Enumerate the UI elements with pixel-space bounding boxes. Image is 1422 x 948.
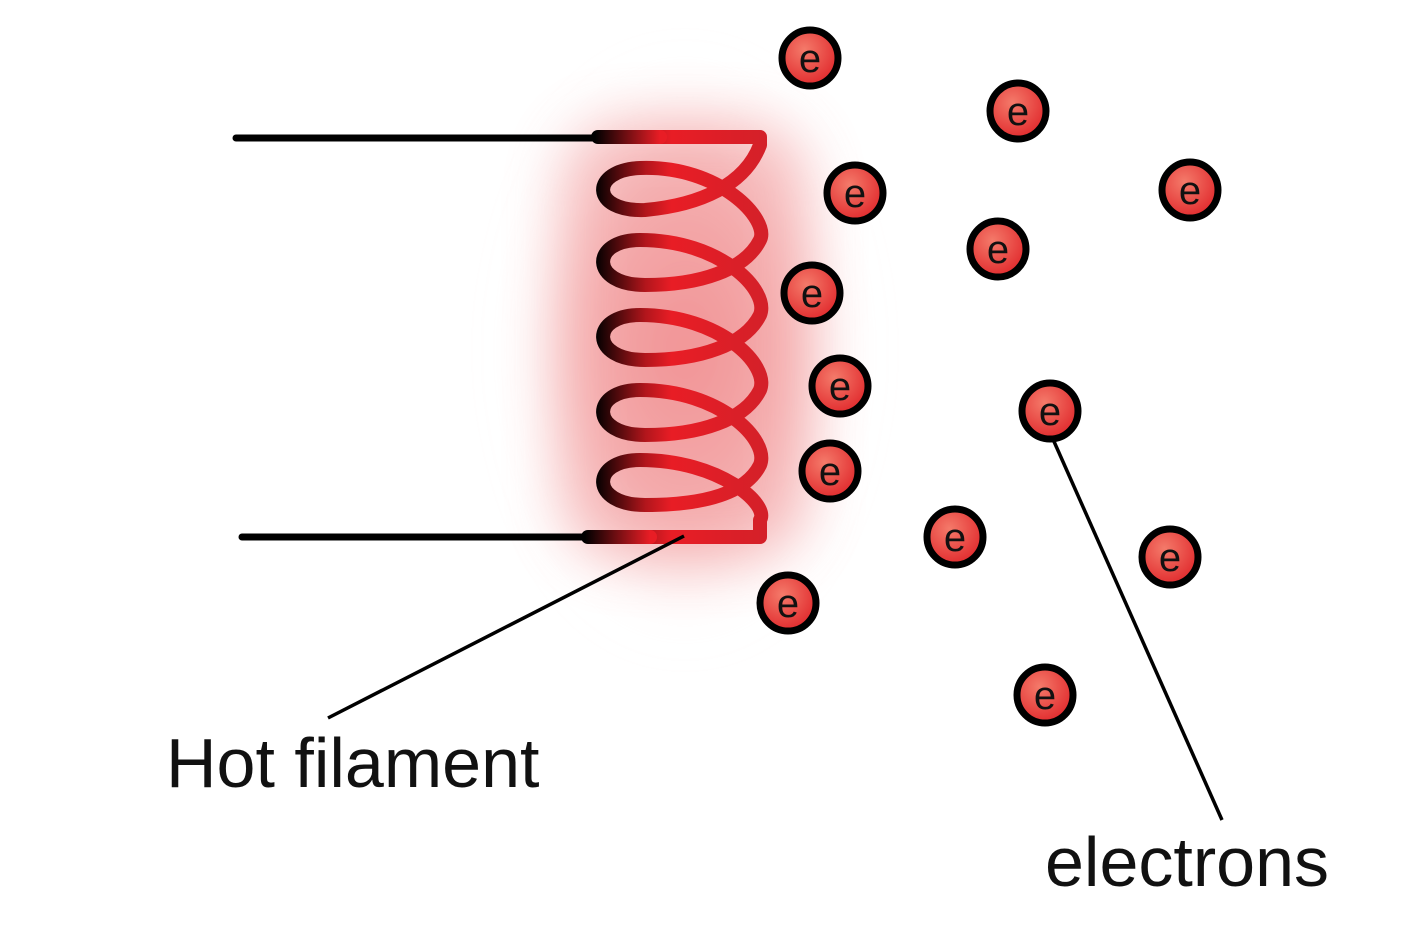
electron-symbol: e	[829, 365, 851, 409]
electron-circle	[798, 439, 862, 503]
electron-symbol: e	[799, 37, 821, 81]
electron-symbol: e	[987, 228, 1009, 272]
electron: e	[986, 79, 1050, 143]
electron: e	[1013, 663, 1077, 727]
electron-symbol: e	[819, 450, 841, 494]
electron-symbol: e	[844, 172, 866, 216]
label-hot-filament: Hot filament	[166, 724, 539, 802]
electron-symbol: e	[1179, 169, 1201, 213]
electron-circle	[808, 354, 872, 418]
electron: e	[1018, 379, 1082, 443]
label-electrons: electrons	[1045, 823, 1329, 901]
electron: e	[1158, 158, 1222, 222]
electron-circle	[756, 571, 820, 635]
electron-symbol: e	[1007, 90, 1029, 134]
electron-circle	[1138, 525, 1202, 589]
filament-glow-core	[560, 120, 810, 560]
filament-coil	[583, 130, 769, 544]
electron: e	[823, 161, 887, 225]
electron-circle	[780, 261, 844, 325]
electron: e	[780, 261, 844, 325]
electron-symbol: e	[777, 582, 799, 626]
electron-circle	[823, 161, 887, 225]
electron-symbol: e	[1159, 536, 1181, 580]
electron-symbol: e	[944, 516, 966, 560]
electron: e	[778, 26, 842, 90]
electron-circle	[1158, 158, 1222, 222]
electron-circle	[923, 505, 987, 569]
filament-pointer-line	[327, 534, 685, 720]
electron-symbol: e	[1034, 674, 1056, 718]
electron: e	[966, 217, 1030, 281]
electron: e	[923, 505, 987, 569]
electrons-pointer-line	[1050, 436, 1224, 821]
electron: e	[1138, 525, 1202, 589]
electron-symbol: e	[1039, 390, 1061, 434]
electron-circle	[1013, 663, 1077, 727]
electron-circle	[778, 26, 842, 90]
electron-symbol: e	[801, 272, 823, 316]
electron: e	[808, 354, 872, 418]
electron-circle	[1018, 379, 1082, 443]
electron: e	[756, 571, 820, 635]
electron-circle	[966, 217, 1030, 281]
electron: e	[798, 439, 862, 503]
electron-circle	[986, 79, 1050, 143]
